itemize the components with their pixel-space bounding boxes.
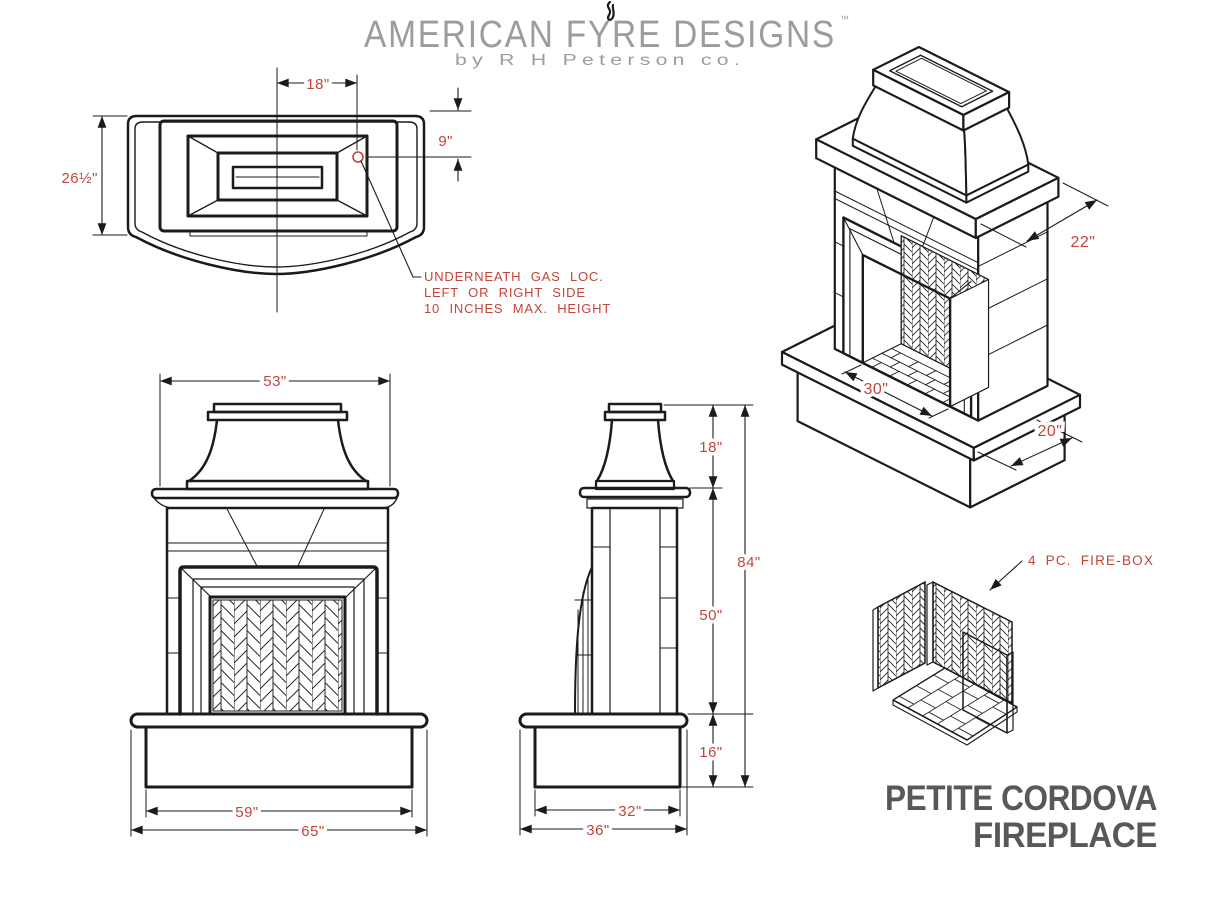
- isometric-dimensions: 30" 22" 20": [841, 182, 1109, 471]
- iso-linework: [895, 57, 987, 105]
- brand-name: AMERICAN FYRE DESIGNS: [364, 14, 836, 56]
- dim-iso-baseext: 20": [1038, 423, 1063, 440]
- brick-joint-line: [992, 706, 1008, 716]
- iso-linework: [842, 216, 864, 256]
- brick-joint-line: [983, 694, 1000, 704]
- dim-side-chimney: 18": [699, 439, 723, 456]
- iso-linework: [889, 361, 901, 368]
- dim-iso-opening: 30": [864, 381, 889, 398]
- firebox-note-label: 4 PC. FIRE-BOX: [1028, 553, 1154, 568]
- brand-tm: ™: [840, 14, 849, 24]
- dim-top-depth: 26½": [61, 170, 98, 187]
- iso-linework: [977, 278, 1048, 314]
- base-front: [144, 725, 414, 789]
- brand-byline: by R H Peterson co.: [455, 52, 745, 69]
- dim-side-baseheight: 16": [699, 744, 723, 761]
- iso-linework: [834, 241, 844, 247]
- brick-joint-line: [962, 690, 979, 700]
- product-title: PETITE CORDOVA FIREPLACE: [885, 779, 1158, 855]
- dim-front-shelf: 53": [263, 373, 287, 390]
- dim-front-base: 59": [235, 804, 259, 821]
- brick-joint-line: [922, 683, 975, 717]
- iso-linework: [908, 361, 919, 368]
- firebox-note-leader: [989, 560, 1023, 591]
- dim-top-side: 9": [438, 133, 453, 150]
- hearth-slab-front: [129, 712, 429, 729]
- brick-joint-line: [898, 695, 915, 705]
- front-elevation-view: 53" 59" 65": [129, 370, 429, 844]
- isometric-view: [780, 45, 1082, 509]
- brick-joint-line: [920, 699, 936, 709]
- iso-linework: [834, 198, 979, 271]
- gas-note-line1: UNDERNEATH GAS LOC.: [424, 269, 604, 284]
- dim-side-hearthdepth: 36": [586, 822, 610, 839]
- brick-joint-line: [928, 711, 944, 721]
- top-plan-view: 18" 9" 26½": [58, 67, 472, 313]
- brick-joint-line: [945, 701, 962, 710]
- brick-joint-line: [958, 727, 974, 737]
- brand-logo: AMERICAN FYRE DESIGNS ™ by R H Peterson …: [364, 0, 849, 69]
- dim-iso-crown: 22": [1071, 234, 1096, 251]
- brick-joint-line: [907, 675, 961, 709]
- brick-joint-line: [975, 717, 991, 726]
- iso-linework: [949, 280, 972, 300]
- iso-linework: [977, 324, 1048, 361]
- iso-linework: [871, 362, 882, 368]
- brick-joint-line: [951, 699, 1005, 733]
- firebox-detail-view: 4 PC. FIRE-BOX: [872, 553, 1154, 746]
- brick-joint-line: [954, 678, 970, 688]
- gas-location-marker: [352, 151, 364, 163]
- herringbone-panel-front: [212, 599, 343, 712]
- brick-joint-line: [933, 674, 949, 684]
- gas-leader-line: [360, 160, 422, 278]
- dim-top-halfwidth: 18": [306, 76, 330, 93]
- dim-side-total: 84": [737, 554, 761, 571]
- iso-cap: [962, 91, 1011, 132]
- firebox-floor-bricks: [898, 674, 1008, 737]
- iso-cap-opening: [889, 54, 994, 108]
- product-title-line1: PETITE CORDOVA: [885, 779, 1157, 818]
- brick-joint-line: [916, 685, 932, 694]
- brick-joint-line: [950, 715, 966, 725]
- firebox-back-wall: [932, 580, 1013, 705]
- firebox-left-wall: [877, 580, 926, 690]
- iso-linework: [834, 190, 979, 264]
- gas-note-line2: LEFT OR RIGHT SIDE: [424, 285, 586, 300]
- gas-note-line3: 10 INCHES MAX. HEIGHT: [424, 301, 611, 316]
- brick-joint-line: [937, 689, 954, 698]
- side-elevation-view: 18" 50" 16" 84" 32" 36": [518, 402, 764, 843]
- dim-side-body: 50": [699, 607, 723, 624]
- brick-joint-line: [967, 705, 983, 714]
- iso-linework: [890, 352, 901, 359]
- iso-hearth-slab: [972, 393, 1082, 462]
- iso-firebox-rightwall: [949, 278, 990, 408]
- base-side: [533, 725, 682, 789]
- iso-linework: [834, 292, 844, 298]
- dim-front-hearth: 65": [301, 823, 325, 840]
- gas-location-note: UNDERNEATH GAS LOC. LEFT OR RIGHT SIDE 1…: [424, 269, 611, 316]
- flame-icon: [606, 0, 615, 21]
- hearth-slab-side: [518, 712, 689, 729]
- dim-side-basedepth: 32": [618, 803, 642, 820]
- product-title-line2: FIREPLACE: [973, 816, 1157, 855]
